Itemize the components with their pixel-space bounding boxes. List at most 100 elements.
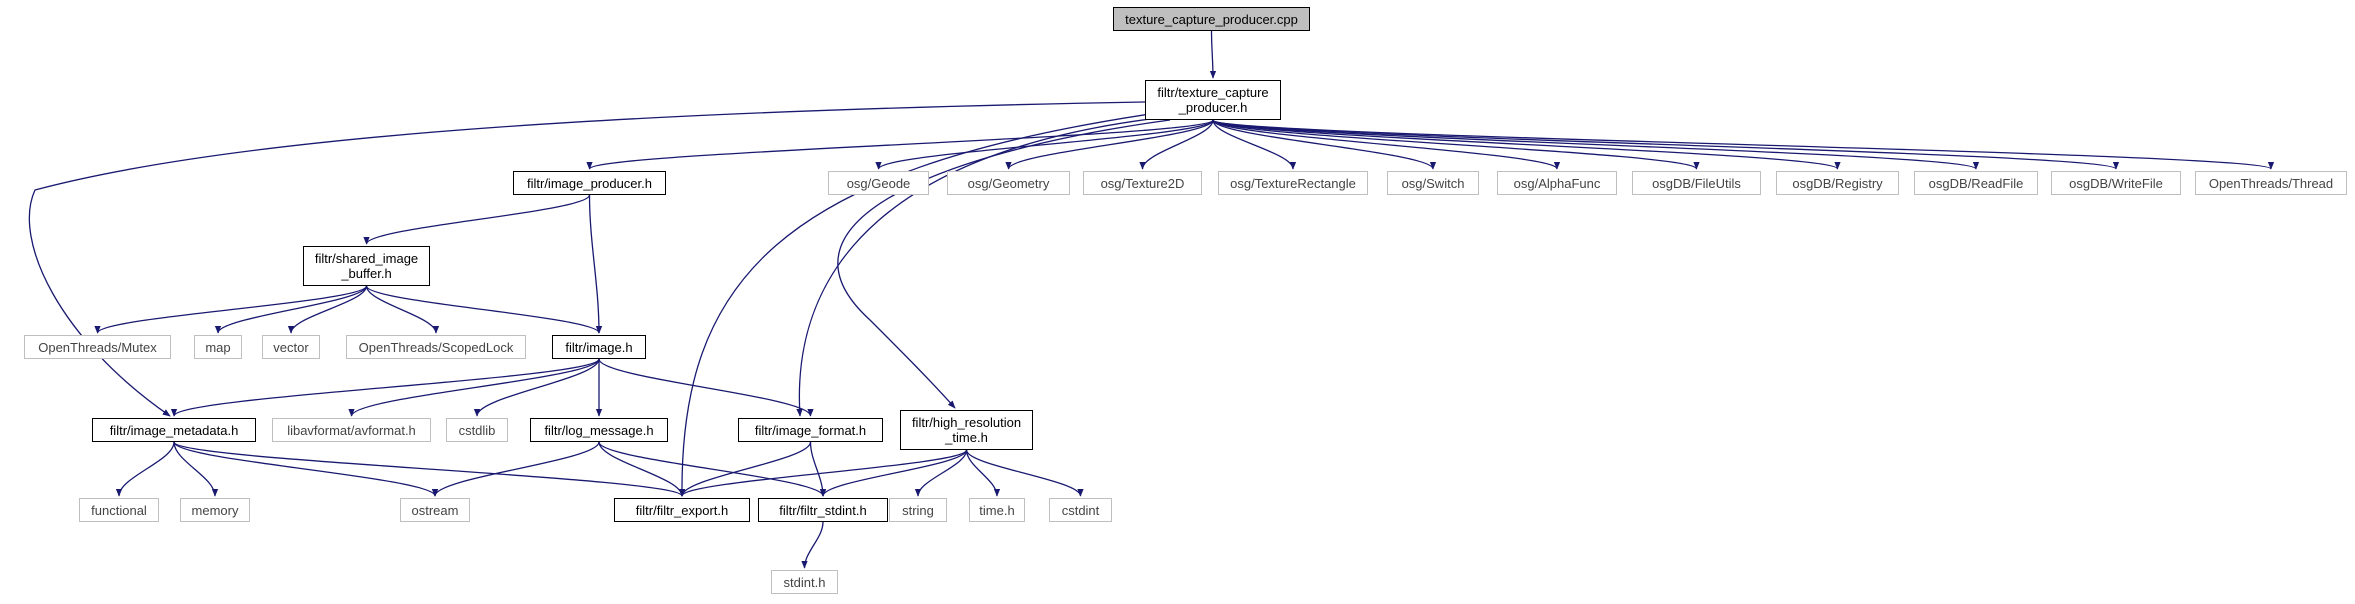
node-label: memory xyxy=(191,502,239,518)
edge-hires-time-to-string xyxy=(914,449,968,497)
edge-shared-buffer-to-ot-scopedlock xyxy=(365,285,440,334)
edge-log-message-to-filtr-stdint xyxy=(598,441,827,497)
node-osg-texrect: osg/TextureRectangle xyxy=(1218,171,1368,195)
edge-tcp-h-to-osg-alphafunc xyxy=(1212,119,1561,170)
node-osgdb-fileutils: osgDB/FileUtils xyxy=(1632,171,1761,195)
node-time-h: time.h xyxy=(969,498,1025,522)
edge-shared-buffer-to-ot-mutex xyxy=(94,285,368,334)
edge-tcp-h-to-ot-thread xyxy=(1212,119,2274,170)
node-cstdlib: cstdlib xyxy=(446,418,508,442)
edge-tcp-h-to-image-producer xyxy=(586,119,1214,170)
node-label: cstdint xyxy=(1061,502,1100,518)
node-label: time.h xyxy=(979,502,1015,518)
node-label: osgDB/Registry xyxy=(1792,175,1883,191)
node-osgdb-writefile: osgDB/WriteFile xyxy=(2051,171,2181,195)
node-label: filtr/shared_image xyxy=(314,251,419,266)
node-osgdb-readfile: osgDB/ReadFile xyxy=(1914,171,2038,195)
node-memory: memory xyxy=(180,498,250,522)
edge-tcp-h-to-osg-geometry xyxy=(1005,119,1214,170)
node-log-message[interactable]: filtr/log_message.h xyxy=(530,418,668,442)
edge-hires-time-to-filtr-stdint xyxy=(819,449,968,497)
edge-filtr-stdint-to-stdint-h xyxy=(801,521,824,569)
node-image-format[interactable]: filtr/image_format.h xyxy=(738,418,883,442)
node-label: OpenThreads/Thread xyxy=(2208,175,2334,191)
edge-shared-buffer-to-image-h xyxy=(365,285,603,334)
edge-image-format-to-filtr-stdint xyxy=(809,441,827,497)
edge-image-metadata-to-ostream xyxy=(173,441,439,497)
node-label: filtr/image.h xyxy=(565,339,633,355)
edge-hires-time-to-cstdint xyxy=(965,449,1084,497)
node-stdint-h: stdint.h xyxy=(771,570,838,594)
node-label: _buffer.h xyxy=(341,266,392,281)
node-libavformat: libavformat/avformat.h xyxy=(272,418,431,442)
node-shared-buffer[interactable]: filtr/shared_image_buffer.h xyxy=(303,246,430,286)
edge-tcp-h-to-image-format xyxy=(796,117,1159,417)
edge-hires-time-to-time-h xyxy=(965,449,1001,497)
node-image-metadata[interactable]: filtr/image_metadata.h xyxy=(92,418,256,442)
node-label: OpenThreads/ScopedLock xyxy=(358,339,514,355)
node-ot-thread: OpenThreads/Thread xyxy=(2195,171,2347,195)
node-label: _producer.h xyxy=(1178,100,1248,115)
edge-image-format-to-filtr-export xyxy=(678,441,812,497)
edge-tcp-h-to-osg-geode xyxy=(875,119,1214,170)
node-label: filtr/filtr_export.h xyxy=(635,502,729,518)
node-map: map xyxy=(194,335,242,359)
edge-image-producer-to-shared-buffer xyxy=(363,194,591,245)
node-label: filtr/filtr_stdint.h xyxy=(779,502,867,518)
node-osgdb-registry: osgDB/Registry xyxy=(1776,171,1899,195)
edge-tcp-h-to-osgdb-writefile xyxy=(1212,119,2119,170)
node-osg-geode: osg/Geode xyxy=(828,171,929,195)
node-functional: functional xyxy=(79,498,159,522)
edge-tcp-h-to-osg-texrect xyxy=(1212,119,1297,170)
node-label: osgDB/WriteFile xyxy=(2069,175,2163,191)
node-ot-scopedlock: OpenThreads/ScopedLock xyxy=(346,335,526,359)
node-hires-time[interactable]: filtr/high_resolution_time.h xyxy=(900,410,1033,450)
node-label: osg/Texture2D xyxy=(1100,175,1185,191)
node-label: filtr/image_metadata.h xyxy=(109,422,239,438)
edge-image-producer-to-image-h xyxy=(588,194,603,334)
node-image-h[interactable]: filtr/image.h xyxy=(552,335,646,359)
edge-image-metadata-to-filtr-export xyxy=(173,441,686,497)
node-osg-geometry: osg/Geometry xyxy=(947,171,1070,195)
node-tcp-h[interactable]: filtr/texture_capture_producer.h xyxy=(1145,80,1281,120)
node-vector: vector xyxy=(262,335,320,359)
node-label: cstdlib xyxy=(458,422,496,438)
node-label: libavformat/avformat.h xyxy=(287,422,416,438)
node-label: osgDB/ReadFile xyxy=(1928,175,2024,191)
edge-hires-time-to-filtr-export xyxy=(678,449,968,497)
edge-shared-buffer-to-vector xyxy=(287,285,368,334)
edge-tcp-h-to-osg-texture2d xyxy=(1139,119,1214,170)
node-label: osg/Geode xyxy=(846,175,911,191)
edge-image-h-to-cstdlib xyxy=(473,358,600,417)
node-image-producer[interactable]: filtr/image_producer.h xyxy=(513,171,666,195)
node-ostream: ostream xyxy=(400,498,470,522)
edge-image-metadata-to-memory xyxy=(173,441,219,497)
node-ot-mutex: OpenThreads/Mutex xyxy=(24,335,171,359)
edge-tcp-h-to-osgdb-fileutils xyxy=(1212,119,1700,170)
node-label: osg/TextureRectangle xyxy=(1230,175,1356,191)
edge-image-h-to-image-format xyxy=(598,358,814,417)
node-osg-switch: osg/Switch xyxy=(1387,171,1479,195)
node-label: OpenThreads/Mutex xyxy=(38,339,157,355)
node-label: functional xyxy=(91,502,147,518)
node-label: filtr/log_message.h xyxy=(544,422,654,438)
node-label: filtr/image_format.h xyxy=(754,422,867,438)
edge-image-h-to-libavformat xyxy=(348,358,600,417)
node-cstdint: cstdint xyxy=(1049,498,1112,522)
edge-image-metadata-to-functional xyxy=(115,441,175,497)
node-root[interactable]: texture_capture_producer.cpp xyxy=(1113,7,1310,31)
node-label: filtr/high_resolution xyxy=(911,415,1022,430)
node-filtr-export[interactable]: filtr/filtr_export.h xyxy=(614,498,750,522)
node-label: osg/AlphaFunc xyxy=(1513,175,1601,191)
edge-root-to-tcp-h xyxy=(1209,30,1217,79)
node-filtr-stdint[interactable]: filtr/filtr_stdint.h xyxy=(758,498,888,522)
node-label: map xyxy=(205,339,231,355)
edge-log-message-to-ostream xyxy=(431,441,600,497)
edge-image-h-to-image-metadata xyxy=(170,358,600,417)
edge-tcp-h-to-filtr-export xyxy=(678,113,1151,497)
node-label: filtr/image_producer.h xyxy=(526,175,652,191)
node-label: texture_capture_producer.cpp xyxy=(1125,11,1298,27)
edge-tcp-h-to-osgdb-registry xyxy=(1212,119,1841,170)
